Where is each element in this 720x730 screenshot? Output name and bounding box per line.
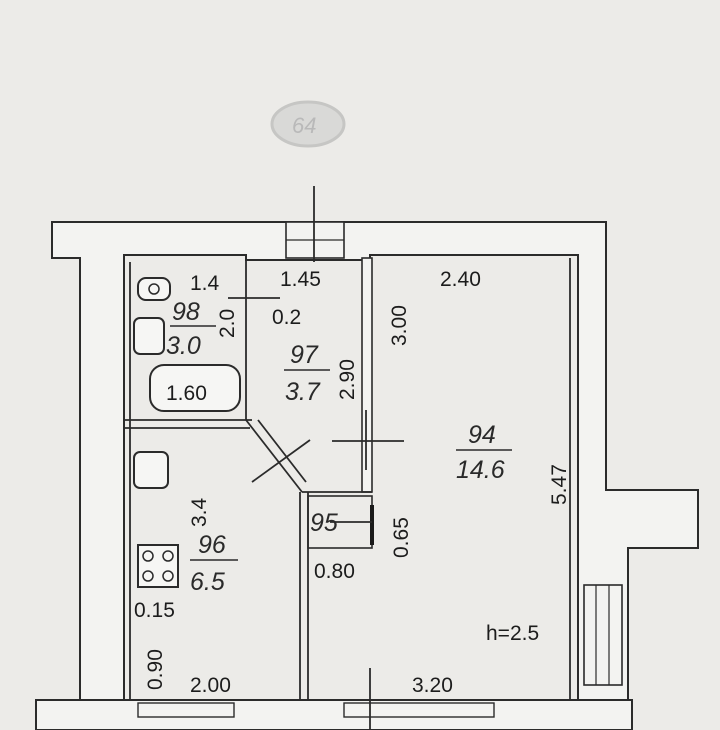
dim-kitchen-bottom: 2.00 [190, 674, 231, 697]
room-area: 3.0 [166, 332, 201, 360]
room-living-label: 94 14.6 [456, 421, 512, 484]
dim-wc-step: 0.2 [272, 306, 301, 329]
stove-fixture [137, 544, 179, 588]
dim-living-top: 2.40 [440, 268, 481, 291]
ceiling-height-label: h=2.5 [486, 622, 539, 645]
room-closet-label: 95 [310, 509, 338, 537]
dim-closet-depth: 0.65 [390, 517, 413, 558]
exterior-walls [35, 221, 699, 730]
room-kitchen-label: 96 6.5 [190, 531, 238, 596]
washbasin-fixture [133, 317, 165, 355]
room-labels: 98 3.0 97 3.7 94 14.6 96 6.5 95 [166, 298, 512, 596]
archive-stamp: 64 [270, 100, 346, 148]
toilet-fixture [137, 277, 171, 301]
axis-marks [228, 186, 404, 730]
room-bath-label: 97 3.7 [284, 341, 330, 406]
room-area: 6.5 [190, 568, 225, 596]
dim-wc-width: 1.4 [190, 272, 220, 295]
dim-living-bottom: 3.20 [412, 674, 453, 697]
dim-kitchen-small: 0.15 [134, 599, 175, 622]
room-number: 97 [290, 341, 319, 369]
fixtures [133, 277, 241, 588]
room-wc-label: 98 3.0 [166, 298, 216, 360]
dim-closet-width: 0.80 [314, 560, 355, 583]
room-number: 94 [468, 421, 496, 449]
room-area: 3.7 [285, 378, 321, 406]
kitchen-sink-fixture [133, 451, 169, 489]
dim-wc-length: 2.0 [216, 309, 239, 338]
dim-bath-length: 2.90 [336, 359, 359, 400]
dim-kitchen-side: 3.4 [188, 497, 211, 527]
bathtub-fixture [149, 364, 241, 412]
dim-kitchen-bottom-left: 0.90 [144, 649, 167, 690]
dim-bath-width: 1.45 [280, 268, 321, 291]
room-number: 95 [310, 509, 338, 537]
dim-living-upper-left: 3.00 [388, 305, 411, 346]
dim-tub-length: 1.60 [166, 382, 207, 405]
dimension-labels: 1.4 1.45 2.40 0.2 1.60 2.0 3.00 2.90 5.4… [134, 268, 571, 697]
interior-partitions [124, 257, 571, 700]
stamp-number: 64 [292, 113, 316, 138]
room-number: 98 [172, 298, 200, 326]
dim-living-right: 5.47 [548, 464, 571, 505]
room-area: 14.6 [456, 456, 505, 484]
room-number: 96 [198, 531, 226, 559]
